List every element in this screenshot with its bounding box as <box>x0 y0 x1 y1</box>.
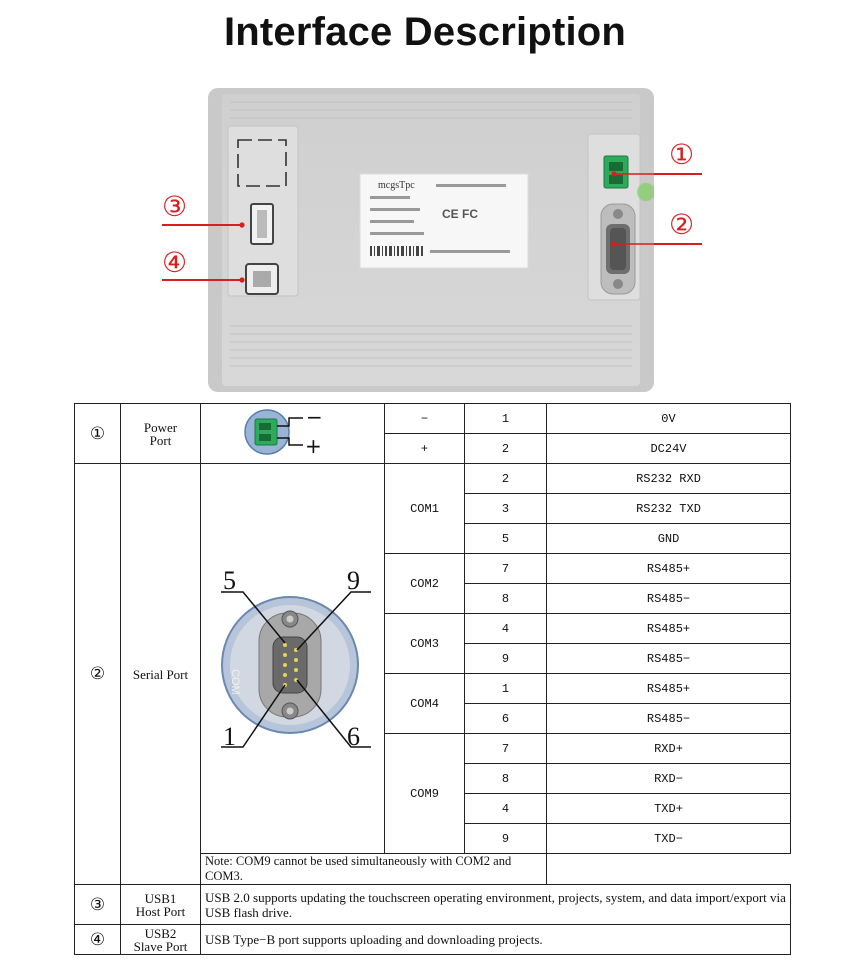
com9-note: Note: COM9 cannot be used simultaneously… <box>200 853 547 885</box>
device-back-panel: mcgsTpc CE FC <box>208 88 654 392</box>
signal-cell: RXD− <box>546 763 791 794</box>
signal-cell: TXD− <box>546 823 791 854</box>
power-terminal-icon: − + <box>243 405 323 458</box>
power-connector-image: − + <box>200 403 385 464</box>
signal-cell: RS485− <box>546 643 791 674</box>
signal-cell: RS232 TXD <box>546 493 791 524</box>
pin-cell: 9 <box>464 823 547 854</box>
pin-cell: 7 <box>464 733 547 764</box>
plus-sign: + <box>305 434 322 458</box>
pin-cell: 6 <box>464 703 547 734</box>
db9-connector-icon: COM 5 9 1 6 <box>221 566 371 751</box>
device-brand-text: mcgsTpc <box>378 180 415 191</box>
pin-cell: 5 <box>464 523 547 554</box>
pin-cell: 9 <box>464 643 547 674</box>
pin-label-5: 5 <box>223 566 236 595</box>
callout-3: ③ <box>162 190 188 223</box>
signal-cell: TXD+ <box>546 793 791 824</box>
pin-cell: 4 <box>464 793 547 824</box>
callout-line-2 <box>654 243 702 245</box>
signal-cell: RS485− <box>546 703 791 734</box>
com-group-name: COM9 <box>384 733 465 854</box>
serial-label: Serial Port <box>120 463 201 885</box>
power-sign-cell: − <box>384 403 465 434</box>
pin-label-9: 9 <box>347 566 360 595</box>
com-group-name: COM3 <box>384 613 465 674</box>
minus-sign: − <box>306 405 323 429</box>
pin-cell: 3 <box>464 493 547 524</box>
pin-cell: 1 <box>464 403 547 434</box>
signal-cell: RS485+ <box>546 553 791 584</box>
pin-cell: 2 <box>464 463 547 494</box>
signal-cell: GND <box>546 523 791 554</box>
usb2-description: USB Type−B port supports uploading and d… <box>200 924 791 955</box>
svg-text:CE FC: CE FC <box>442 207 478 221</box>
callout-line-3 <box>162 224 242 226</box>
usb1-description: USB 2.0 supports updating the touchscree… <box>200 884 791 925</box>
com-group-name: COM4 <box>384 673 465 734</box>
callout-1: ① <box>669 138 695 171</box>
page-title: Interface Description <box>223 10 627 54</box>
com-group-name: COM2 <box>384 553 465 614</box>
pin-cell: 8 <box>464 763 547 794</box>
pin-label-1: 1 <box>223 722 236 751</box>
signal-cell: DC24V <box>546 433 791 464</box>
pin-cell: 2 <box>464 433 547 464</box>
pin-cell: 8 <box>464 583 547 614</box>
callout-line-1 <box>654 173 702 175</box>
db9-connector-image: COM 5 9 1 6 <box>200 463 385 854</box>
pin-cell: 1 <box>464 673 547 704</box>
usb2-number: ④ <box>74 924 121 955</box>
power-sign-cell: + <box>384 433 465 464</box>
signal-cell: 0V <box>546 403 791 434</box>
signal-cell: RS485+ <box>546 613 791 644</box>
signal-cell: RS232 RXD <box>546 463 791 494</box>
usb1-number: ③ <box>74 884 121 925</box>
pin-cell: 4 <box>464 613 547 644</box>
power-number: ① <box>74 403 121 464</box>
signal-cell: RS485+ <box>546 673 791 704</box>
com-group-name: COM1 <box>384 463 465 554</box>
db9-side-text: COM <box>229 669 241 695</box>
serial-number: ② <box>74 463 121 885</box>
signal-cell: RS485− <box>546 583 791 614</box>
callout-4: ④ <box>162 246 188 279</box>
pin-label-6: 6 <box>347 722 360 751</box>
signal-cell: RXD+ <box>546 733 791 764</box>
pin-cell: 7 <box>464 553 547 584</box>
callout-line-4 <box>162 279 242 281</box>
callout-2: ② <box>669 208 695 241</box>
